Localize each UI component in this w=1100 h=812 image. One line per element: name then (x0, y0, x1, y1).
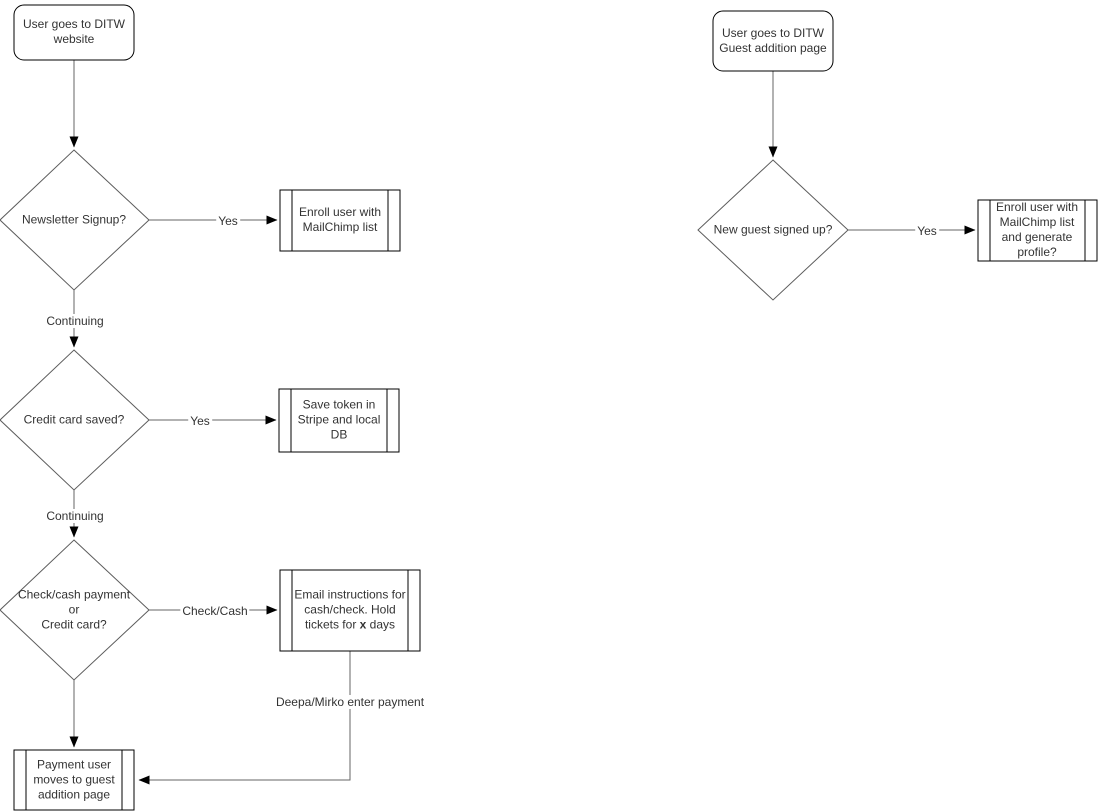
node-start-guest-addition[interactable] (712, 10, 834, 72)
node-subprocess-email-instructions[interactable] (279, 569, 421, 652)
node-subprocess-save-token[interactable] (278, 388, 400, 453)
node-subprocess-enroll-mailchimp[interactable] (279, 189, 401, 252)
edge-deepa-mirko (138, 651, 351, 785)
node-subprocess-enroll-generate-profile[interactable] (977, 199, 1098, 262)
node-decision-newsletter-signup[interactable] (0, 149, 150, 291)
node-decision-new-guest-signed-up[interactable] (697, 159, 849, 301)
node-decision-credit-card-saved[interactable] (0, 349, 150, 491)
node-start-website[interactable] (13, 4, 135, 61)
node-decision-check-cash-or-credit[interactable] (0, 539, 150, 681)
node-subprocess-payment-moves[interactable] (13, 749, 135, 811)
